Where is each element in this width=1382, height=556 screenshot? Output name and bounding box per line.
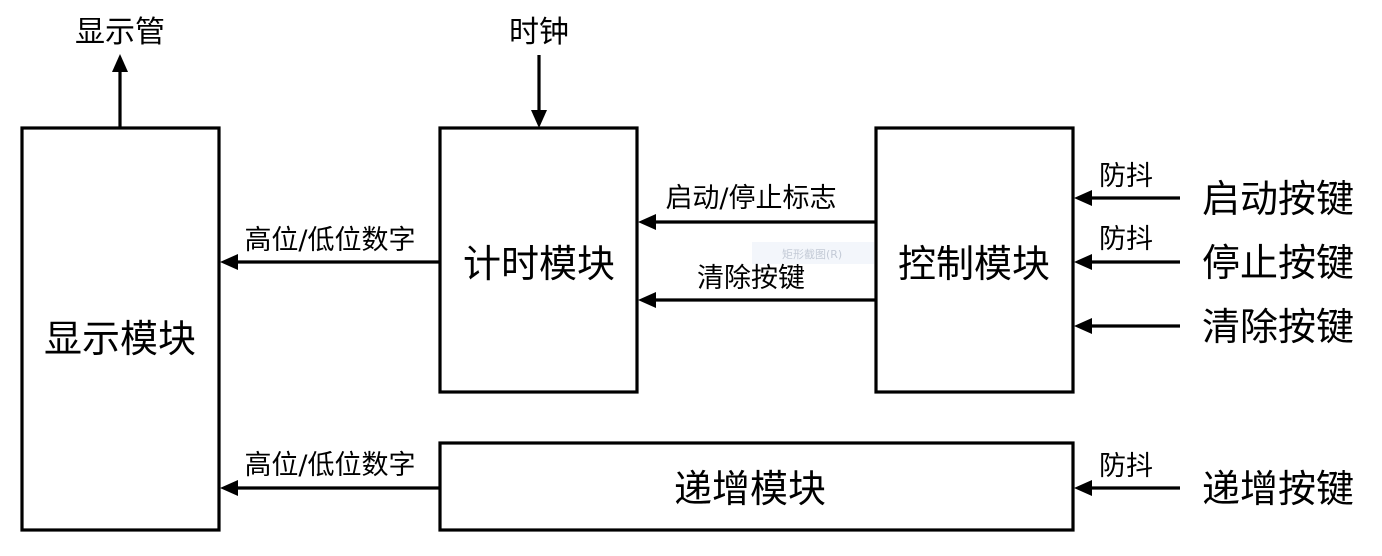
digits-top-label: 高位/低位数字 bbox=[244, 225, 415, 256]
control-module: 控制模块 bbox=[874, 126, 1075, 394]
debounce-start-label: 防抖 bbox=[1099, 161, 1153, 192]
start-stop-flag-label: 启动/停止标志 bbox=[665, 183, 836, 214]
clock-arrow bbox=[531, 55, 547, 128]
screenshot-tool-hint: 矩形截图(R) bbox=[752, 242, 874, 264]
display-output-arrow bbox=[112, 54, 128, 128]
display-output-label: 显示管 bbox=[75, 15, 165, 50]
digits-top-arrow bbox=[220, 254, 440, 270]
display-module: 显示模块 bbox=[20, 126, 221, 532]
increment-module: 递增模块 bbox=[438, 441, 1075, 532]
control-module-label: 控制模块 bbox=[898, 242, 1050, 286]
increment-key-label: 递增按键 bbox=[1202, 467, 1354, 511]
digits-bottom-label: 高位/低位数字 bbox=[244, 450, 415, 481]
stop-key-arrow bbox=[1074, 254, 1180, 270]
display-module-label: 显示模块 bbox=[44, 317, 196, 361]
timer-module-label: 计时模块 bbox=[463, 242, 615, 286]
clear-signal-label: 清除按键 bbox=[697, 263, 805, 294]
clear-signal-arrow bbox=[638, 292, 876, 308]
stop-key-label: 停止按键 bbox=[1202, 241, 1354, 285]
clear-key-arrow bbox=[1074, 318, 1180, 334]
digits-bottom-arrow bbox=[220, 480, 440, 496]
start-key-label: 启动按键 bbox=[1202, 177, 1354, 221]
debounce-increment-label: 防抖 bbox=[1099, 451, 1153, 482]
clear-key-label: 清除按键 bbox=[1202, 305, 1354, 349]
clock-label: 时钟 bbox=[509, 15, 569, 50]
start-key-arrow bbox=[1074, 190, 1180, 206]
screenshot-tool-hint-text: 矩形截图(R) bbox=[782, 247, 842, 261]
timer-module: 计时模块 bbox=[438, 126, 639, 394]
start-stop-flag-arrow bbox=[638, 214, 876, 230]
increment-key-arrow bbox=[1074, 480, 1180, 496]
increment-module-label: 递增模块 bbox=[674, 467, 826, 511]
debounce-stop-label: 防抖 bbox=[1099, 224, 1153, 255]
